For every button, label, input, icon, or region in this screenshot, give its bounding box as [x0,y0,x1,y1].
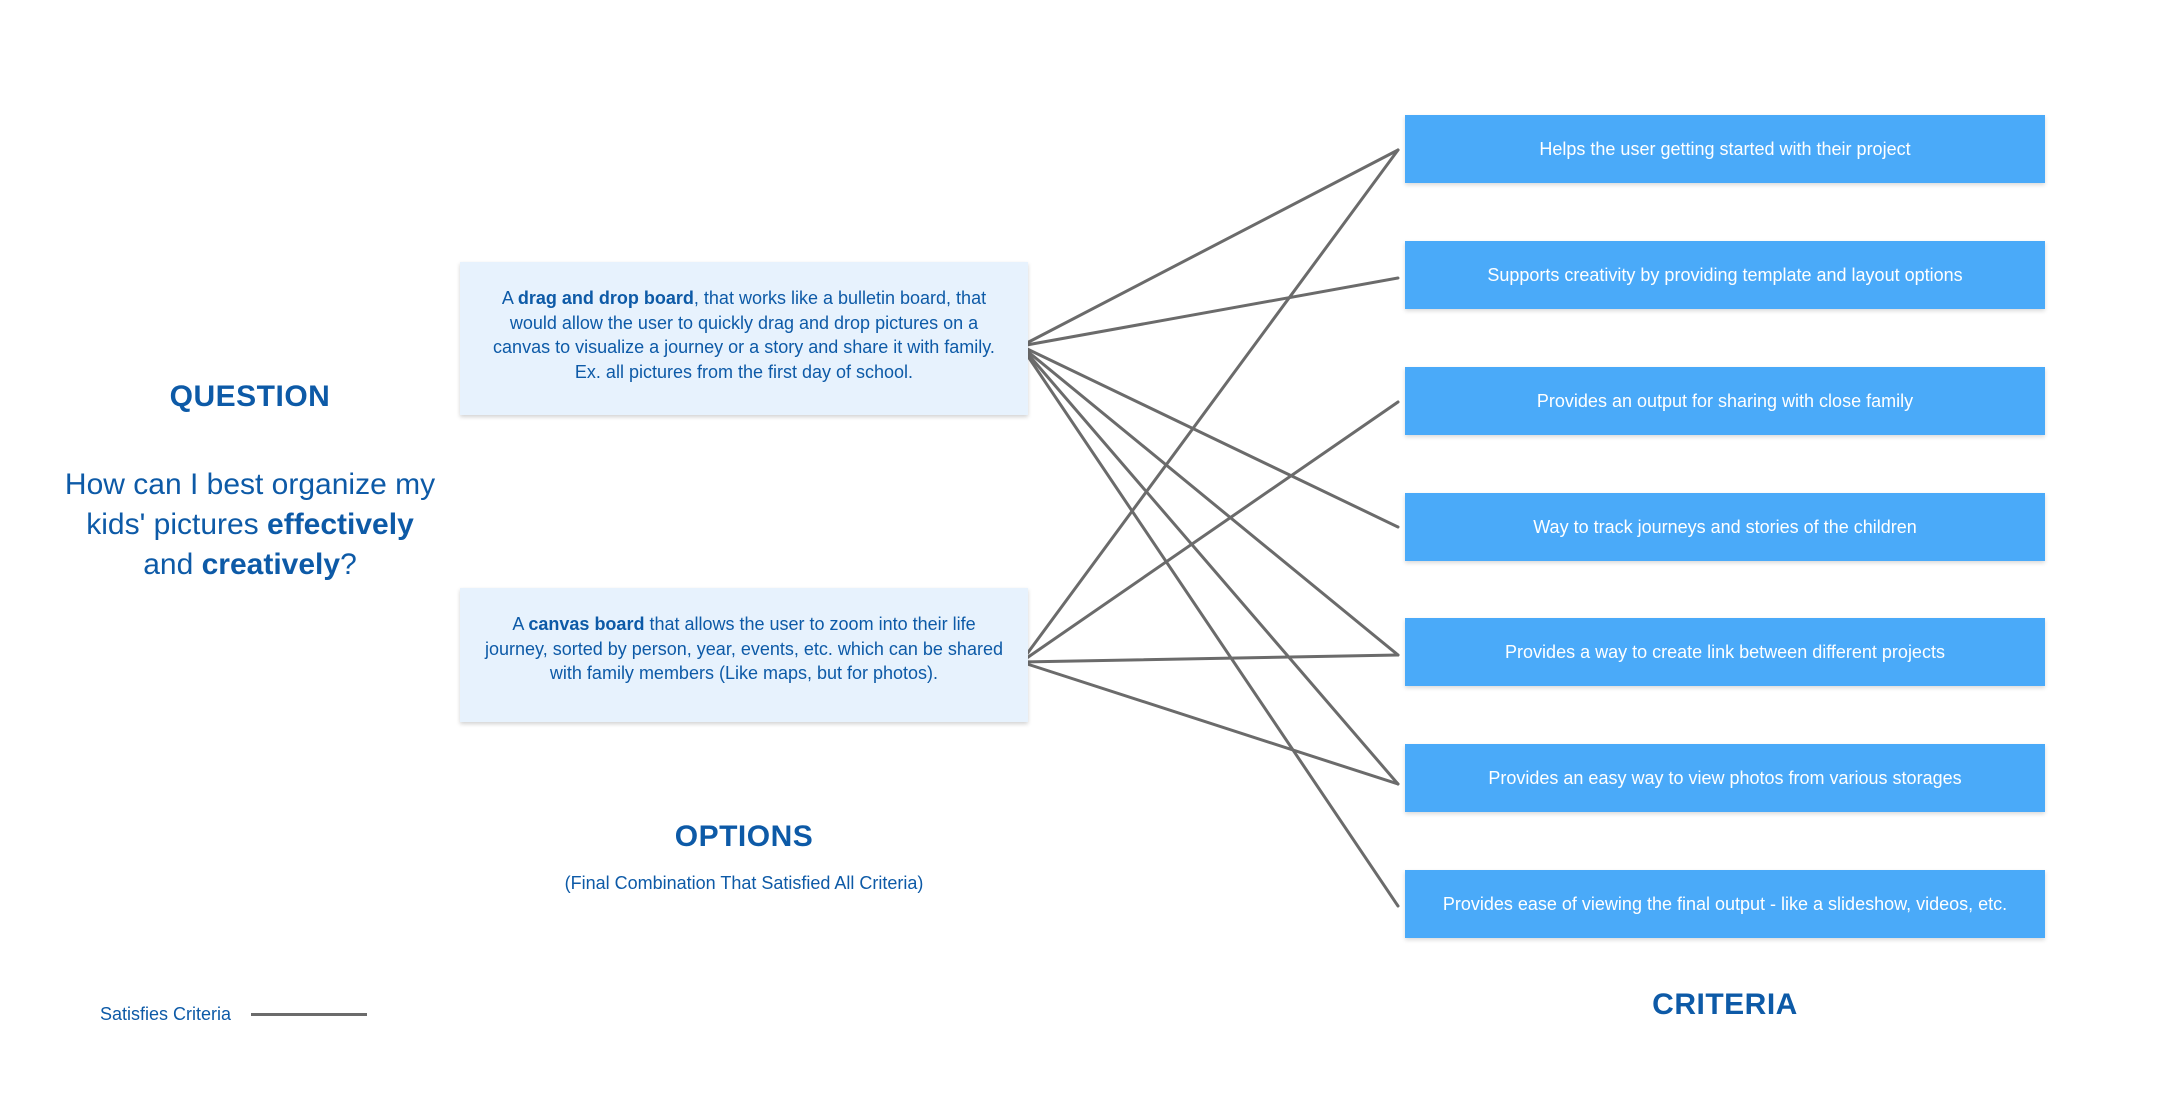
question-text-part: How can I best organize my kids' picture… [64,468,436,541]
criterion-box: Way to track journeys and stories of the… [1405,493,2045,561]
criterion-box: Provides ease of viewing the final outpu… [1405,870,2045,938]
question-bold-creatively: creatively [201,548,341,581]
criterion-box: Provides an output for sharing with clos… [1405,367,2045,435]
question-text: How can I best organize my kids' picture… [60,465,440,585]
satisfies-link-line [1019,400,1400,664]
question-heading: QUESTION [169,380,331,413]
satisfies-link-line [1019,344,1400,908]
criterion-box: Helps the user getting started with thei… [1405,115,2045,183]
options-subheading: (Final Combination That Satisfied All Cr… [564,873,924,893]
criterion-box: Provides an easy way to view photos from… [1405,744,2045,812]
option-text: A [501,288,518,308]
question-text-part: and [143,548,202,581]
satisfies-link-line [1019,344,1400,529]
option-text: , that works like a bulletin board, that… [493,288,995,382]
criterion-box: Provides a way to create link between di… [1405,618,2045,686]
option-drag-and-drop-board: A drag and drop board, that works like a… [460,262,1028,415]
satisfies-link-line [1019,660,1400,786]
satisfies-link-line [1019,344,1400,786]
option-canvas-board: A canvas board that allows the user to z… [460,588,1028,722]
satisfies-link-line [1019,653,1400,664]
criteria-heading: CRITERIA [1652,988,1798,1021]
satisfies-link-line [1019,148,1400,348]
legend-label: Satisfies Criteria [100,1004,232,1024]
criterion-box: Supports creativity by providing templat… [1405,241,2045,309]
satisfies-link-line [1019,276,1400,348]
question-text-part: ? [340,548,357,581]
option-text: that allows the user to zoom into their … [485,614,1003,683]
legend-line-sample [251,1013,367,1016]
options-heading: OPTIONS [674,820,814,853]
question-bold-effectively: effectively [267,508,414,541]
option-bold: canvas board [528,614,645,634]
satisfies-link-line [1019,148,1400,664]
option-bold: drag and drop board [517,288,694,308]
satisfies-link-line [1019,344,1400,657]
option-text: A [512,614,529,634]
